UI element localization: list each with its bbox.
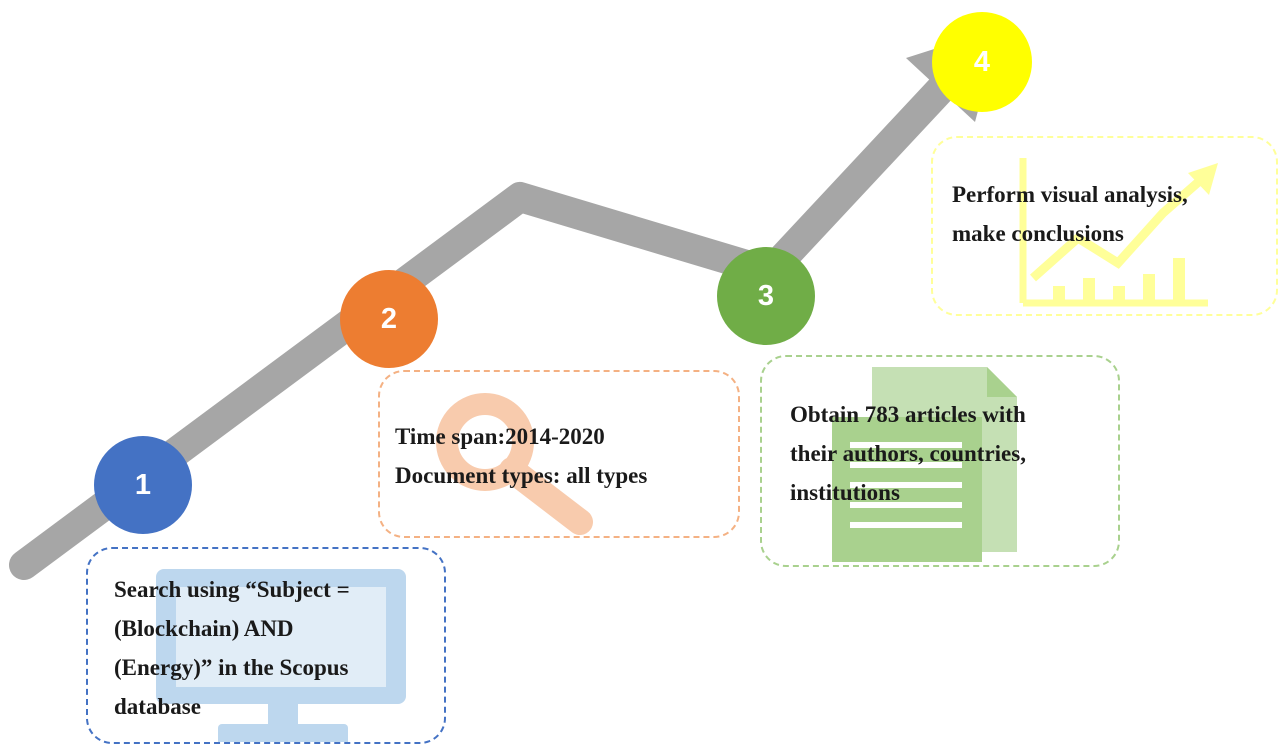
step-3-text: Obtain 783 articles with their authors, … bbox=[790, 395, 1026, 512]
step-1-line: Search using “Subject = bbox=[114, 577, 350, 602]
step-3-line: their authors, countries, bbox=[790, 441, 1026, 466]
step-4-text: Perform visual analysis, make conclusion… bbox=[952, 175, 1188, 253]
step-4-number: 4 bbox=[973, 45, 991, 78]
step-4-badge: 4 bbox=[932, 12, 1032, 112]
step-3-box: Obtain 783 articles with their authors, … bbox=[760, 355, 1120, 567]
step-4-line: Perform visual analysis, bbox=[952, 182, 1188, 207]
step-3-line: institutions bbox=[790, 480, 900, 505]
step-3-badge: 3 bbox=[717, 247, 815, 345]
step-2-text: Time span:2014-2020 Document types: all … bbox=[395, 417, 647, 495]
growth-chart-icon bbox=[1019, 158, 1218, 307]
step-3-number: 3 bbox=[757, 279, 775, 312]
step-1-box: Search using “Subject = (Blockchain) AND… bbox=[86, 547, 446, 744]
step-2-line: Time span:2014-2020 bbox=[395, 424, 605, 449]
documents-icon bbox=[832, 367, 1017, 562]
monitor-icon bbox=[156, 569, 406, 742]
step-2-number: 2 bbox=[380, 302, 398, 335]
step-1-line: database bbox=[114, 694, 201, 719]
step-3-line: Obtain 783 articles with bbox=[790, 402, 1026, 427]
step-2-box: Time span:2014-2020 Document types: all … bbox=[378, 370, 740, 538]
step-4-box: Perform visual analysis, make conclusion… bbox=[931, 136, 1278, 316]
step-1-line: (Blockchain) AND bbox=[114, 616, 294, 641]
step-4-line: make conclusions bbox=[952, 221, 1124, 246]
step-1-number: 1 bbox=[134, 468, 152, 501]
step-2-line: Document types: all types bbox=[395, 463, 648, 488]
magnifier-icon bbox=[436, 393, 593, 535]
step-1-line: (Energy)” in the Scopus bbox=[114, 655, 349, 680]
path-line bbox=[9, 75, 955, 580]
step-2-badge: 2 bbox=[340, 270, 438, 368]
step-1-badge: 1 bbox=[94, 436, 192, 534]
step-1-text: Search using “Subject = (Blockchain) AND… bbox=[114, 570, 350, 726]
